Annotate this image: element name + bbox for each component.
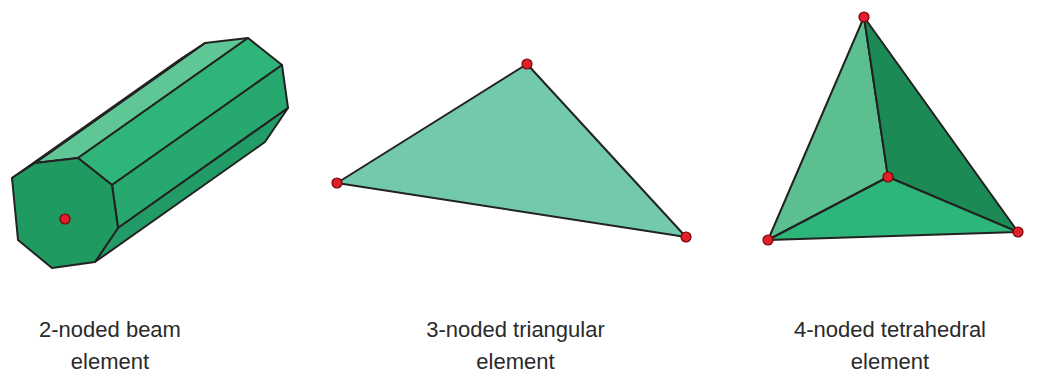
beam-element: [12, 38, 288, 268]
triangular-element: [332, 59, 691, 242]
element-caption: 3-noded triangular element: [425, 314, 606, 378]
tetrahedral-element: [763, 12, 1023, 245]
element-caption: 2-noded beam element: [38, 314, 182, 378]
element-caption: 4-noded tetrahedral element: [793, 314, 987, 378]
